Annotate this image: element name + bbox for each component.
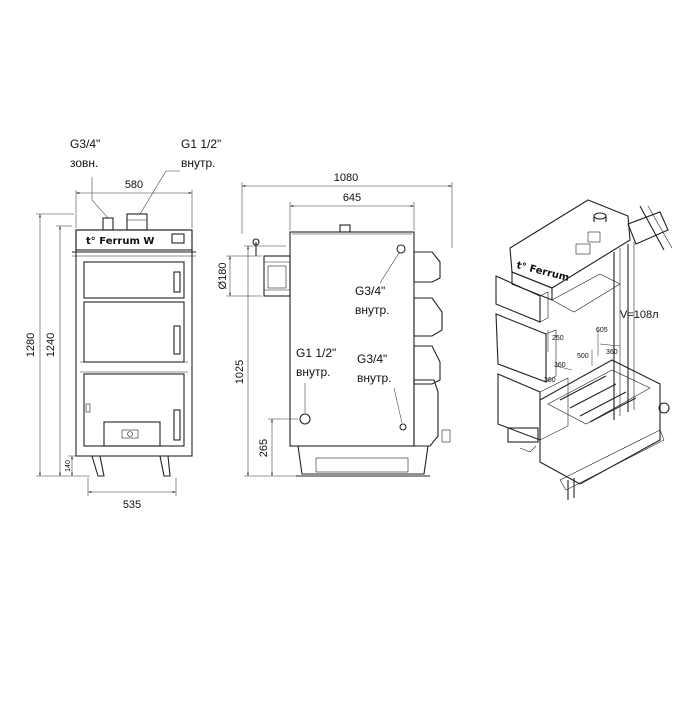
front-left-leg (91, 455, 105, 477)
side-port-bottom-right (399, 423, 407, 431)
side-upper-hinge (413, 251, 441, 283)
iso-dim-250: 250 (552, 335, 564, 342)
iso-upper-door (495, 275, 541, 323)
side-port-bottom-left-label-2: внутр. (296, 365, 331, 379)
front-outlet-right-label-2: внутр. (181, 156, 216, 170)
dim-1280: 1280 (25, 333, 37, 357)
side-flue-pipe (263, 255, 291, 297)
dim-flue-diameter: Ø180 (217, 263, 229, 290)
dim-1025: 1025 (234, 360, 246, 384)
side-port-top-right (396, 244, 406, 254)
dim-580: 580 (125, 179, 143, 191)
side-port-top-right-label-1: G3/4" (355, 284, 385, 298)
iso-dim-605: 605 (596, 327, 608, 334)
side-port-top-right-label-2: внутр. (355, 303, 390, 317)
side-view: 1080 645 Ø180 1025 265 G3/4" внутр. G1 1… (217, 172, 453, 477)
front-upper-door-handle (173, 271, 181, 293)
side-lower-hinge (413, 379, 439, 447)
front-thermometer (171, 233, 185, 244)
iso-top-lid (509, 199, 631, 289)
iso-dim-360-lower: 360 (554, 362, 566, 369)
front-brand-logo: t° Ferrum W (86, 236, 154, 247)
side-middle-hinge (413, 297, 443, 337)
iso-middle-door (495, 313, 547, 383)
front-outlet-right-label-1: G1 1/2" (181, 137, 221, 151)
front-view: t° Ferrum W 580 G3/4" зо (25, 137, 221, 511)
iso-ash-pan (507, 427, 539, 443)
side-body-outline (289, 231, 415, 447)
iso-dim-500: 500 (577, 353, 589, 360)
isometric-view: t° Ferrum (495, 199, 673, 500)
side-port-bottom-left-label-1: G1 1/2" (296, 346, 336, 360)
dim-140: 140 (65, 460, 72, 472)
iso-lower-door (497, 373, 541, 441)
front-middle-door (83, 301, 185, 363)
iso-base-rail (559, 429, 665, 491)
front-outlet-top-label-2: зовн. (70, 156, 98, 170)
iso-brand-logo: t° Ferrum (515, 260, 570, 284)
iso-volume-label: V=108л (620, 309, 659, 321)
front-lower-door (83, 373, 185, 447)
front-middle-door-handle (173, 325, 181, 355)
side-port-bottom-right-label-2: внутр. (357, 371, 392, 385)
front-ash-pan (103, 421, 161, 447)
front-outlet-top-label-1: G3/4" (70, 137, 100, 151)
side-base (297, 445, 429, 475)
front-upper-door (83, 261, 185, 299)
iso-dim-360-upper: 360 (544, 377, 556, 384)
front-right-leg (159, 455, 171, 477)
front-outlet-g34 (102, 217, 114, 231)
dim-1240: 1240 (45, 333, 57, 357)
side-handle-mid (413, 345, 441, 385)
iso-flue-pipe (627, 211, 669, 245)
front-lower-door-handle (173, 409, 181, 441)
side-port-bottom-left (299, 413, 311, 425)
dim-265: 265 (258, 439, 270, 457)
dim-645: 645 (343, 192, 361, 204)
side-port-bottom-right-label-1: G3/4" (357, 352, 387, 366)
dim-1080: 1080 (334, 172, 358, 184)
front-outlet-g112 (126, 213, 148, 231)
dim-535: 535 (123, 499, 141, 511)
side-top-nozzle (339, 224, 351, 233)
iso-dim-360-right: 360 (606, 349, 618, 356)
iso-chamber (539, 359, 661, 485)
